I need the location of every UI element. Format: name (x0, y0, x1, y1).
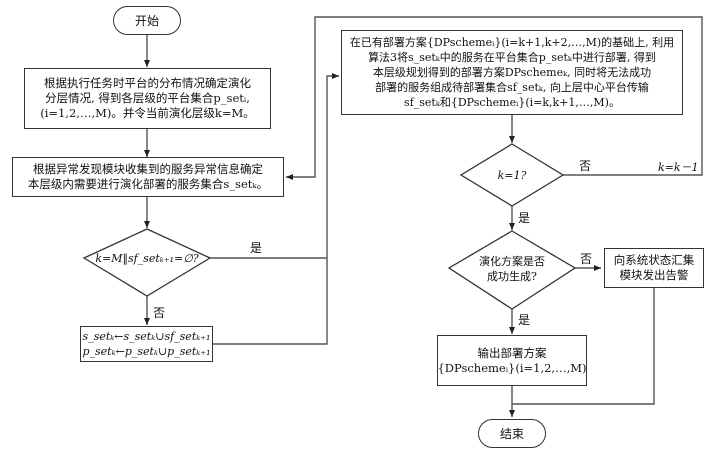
step1-box: 根据执行任务时平台的分布情况确定演化 分层情况, 得到各层级的平台集合p_set… (24, 68, 271, 129)
output-line: {DPschemeᵢ}(i=1,2,…,M) (437, 360, 587, 375)
decision2-text: k=1? (497, 168, 527, 182)
decision2-label: k=1? (470, 167, 554, 183)
decision1-diamond (82, 228, 212, 297)
output-line: 输出部署方案 (477, 345, 547, 360)
decision3-label: 演化方案是否 成功生成? (465, 253, 559, 285)
step3-line: s_setₖ←s_setₖ∪sf_setₖ₊₁ (82, 330, 211, 343)
end-label: 结束 (499, 427, 524, 441)
output-box: 输出部署方案 {DPschemeᵢ}(i=1,2,…,M) (437, 335, 587, 386)
step1-line: (i=1,2,…,M)。并令当前演化层级k=M。 (40, 106, 255, 120)
decision3-line: 成功生成? (487, 270, 537, 283)
step1-line: 根据执行任务时平台的分布情况确定演化 (43, 76, 251, 90)
alert-line: 向系统状态汇集 (613, 253, 695, 267)
step2-box: 根据异常发现模块收集到的服务异常信息确定 本层级内需要进行演化部署的服务集合s_… (12, 157, 284, 197)
decision3-diamond (447, 230, 577, 310)
step1-line: 分层情况, 得到各层级的平台集合p_setᵢ, (45, 91, 250, 105)
line-decision2-no-loop (286, 16, 703, 180)
step4-line: 在已有部署方案{DPschemeᵢ}(i=k+1,k+2,…,M)的基础上, 利… (349, 36, 675, 49)
alert-box: 向系统状态汇集 模块发出告警 (604, 248, 704, 288)
decision1-label: k=M‖sf_setₖ₊₁=∅? (84, 250, 210, 266)
step4-line: sf_setₖ和{DPschemeᵢ}(i=k,k+1,…,M)。 (404, 96, 620, 109)
end-terminal: 结束 (478, 419, 546, 448)
start-terminal: 开始 (113, 6, 181, 35)
decision1-yes-label: 是 (250, 241, 263, 255)
step2-line: 本层级内需要进行演化部署的服务集合s_setₖ。 (27, 177, 269, 191)
line-step3-out (213, 73, 339, 345)
line-alert-to-end (512, 288, 655, 405)
alert-line: 模块发出告警 (619, 268, 689, 282)
step4-line: 部署的服务组成待部署集合sf_setₖ, 向上层中心平台传输 (375, 81, 649, 94)
decision2-yes-label: 是 (518, 211, 531, 225)
decision3-line: 演化方案是否 (479, 255, 545, 268)
step3-line: p_setₖ←p_setₖ∪p_setₖ₊₁ (82, 345, 211, 358)
decision1-text: k=M‖sf_setₖ₊₁=∅? (95, 251, 199, 265)
step2-line: 根据异常发现模块收集到的服务异常信息确定 (33, 162, 263, 176)
decision2-no-label: 否 (579, 159, 592, 173)
decision3-yes-label: 是 (518, 313, 531, 327)
step4-box: 在已有部署方案{DPschemeᵢ}(i=k+1,k+2,…,M)的基础上, 利… (341, 30, 683, 115)
decision2-diamond (459, 143, 565, 207)
step4-line: 本层级规划得到的部署方案DPschemeₖ, 同时将无法成功 (372, 66, 652, 79)
decision1-no-label: 否 (153, 306, 166, 320)
step3-box: s_setₖ←s_setₖ∪sf_setₖ₊₁ p_setₖ←p_setₖ∪p_… (80, 326, 213, 362)
start-label: 开始 (134, 14, 159, 28)
decision2-loop-label: k=k－1 (658, 161, 699, 174)
decision3-no-label: 否 (580, 252, 593, 266)
step4-line: 算法3将s_setₖ中的服务在平台集合p_setₖ中进行部署, 得到 (368, 51, 656, 64)
